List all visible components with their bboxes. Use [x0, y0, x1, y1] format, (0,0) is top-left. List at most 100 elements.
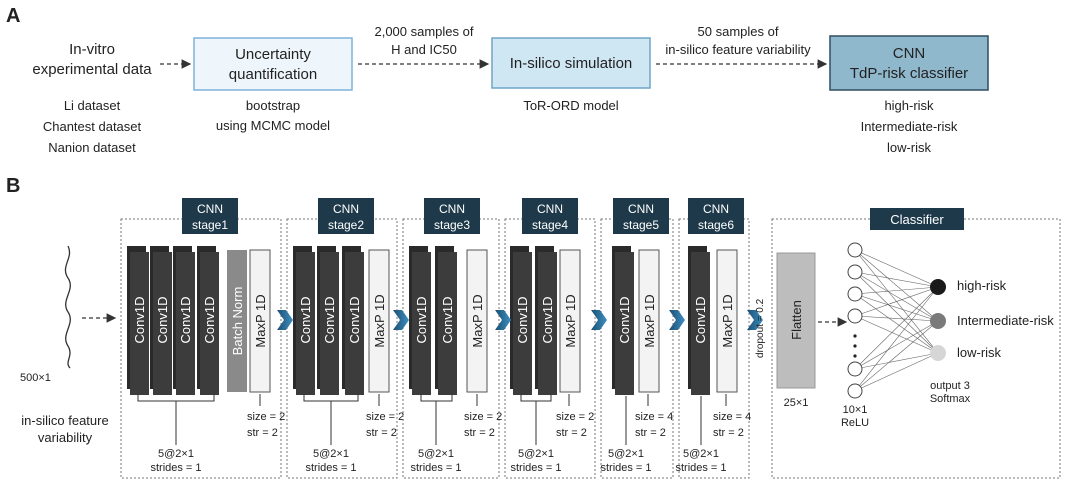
dense-neuron: [847, 383, 863, 399]
pool-stride-label: str = 2: [464, 427, 495, 439]
conv1d-layer: Conv1D: [688, 246, 710, 395]
conv1d-layer: Conv1D: [127, 246, 149, 395]
maxpool-label: MaxP 1D: [372, 294, 387, 347]
kernel-label: 5@2×1: [608, 448, 644, 460]
conv1d-layer: Conv1D: [535, 246, 557, 395]
pool-size-label: size = 2: [366, 411, 404, 423]
output-neuron: [930, 279, 946, 295]
maxpool-layer: MaxP 1D: [559, 249, 581, 393]
conv1d-layer: Conv1D: [317, 246, 339, 395]
dense-neuron: [847, 286, 863, 302]
conv1d-label: Conv1D: [322, 297, 337, 344]
stage-tag-word: CNN: [197, 202, 223, 216]
panel-b-label: B: [6, 175, 20, 197]
conv1d-label: Conv1D: [178, 297, 193, 344]
output-size: output 3: [930, 380, 970, 392]
maxpool-layer: MaxP 1D: [466, 249, 488, 393]
stage-tag-name: stage2: [328, 218, 364, 232]
stage-tag-name: stage1: [192, 218, 228, 232]
maxpool-layer: MaxP 1D: [638, 249, 660, 393]
ellipsis-dot: [853, 334, 857, 338]
dense-activation: ReLU: [841, 417, 869, 429]
output-neuron: [930, 345, 946, 361]
strides-label: strides = 1: [150, 462, 201, 474]
sim-box: [491, 37, 651, 89]
conv1d-label: Conv1D: [202, 297, 217, 344]
conv1d-layer: Conv1D: [342, 246, 364, 395]
flow-chevron-icon: [591, 310, 607, 330]
conv-bracket: [303, 394, 359, 402]
conv1d-label: Conv1D: [414, 297, 429, 344]
stage-frame: [678, 218, 750, 479]
kernel-label: 5@2×1: [518, 448, 554, 460]
stage-tag-word: CNN: [537, 202, 563, 216]
pool-stride-label: str = 2: [247, 427, 278, 439]
pool-stride-label: str = 2: [556, 427, 587, 439]
conv1d-layer: Conv1D: [409, 246, 431, 395]
uq-line2: quantification: [229, 66, 317, 83]
conv1d-label: Conv1D: [693, 297, 708, 344]
stage-tag-name: stage6: [698, 218, 734, 232]
cnn-line2: TdP-risk classifier: [850, 65, 968, 82]
flatten-label: Flatten: [789, 300, 804, 340]
stage-tag: [318, 198, 374, 234]
stage-tag-name: stage5: [623, 218, 659, 232]
strides-label: strides = 1: [410, 462, 461, 474]
flow-chevron-icon: [669, 310, 685, 330]
panel-a: A In-vitro experimental data Li dataset …: [6, 5, 989, 155]
input-label-line1: in-silico feature: [21, 413, 108, 428]
stage-tag-name: stage3: [434, 218, 470, 232]
batch-norm-layer: Batch Norm: [227, 250, 247, 392]
cnn-out3: low-risk: [887, 140, 932, 155]
cnn-line1: CNN: [893, 45, 926, 62]
strides-label: strides = 1: [600, 462, 651, 474]
output-high-risk: high-risk: [957, 278, 1007, 293]
arrow2-line1: 50 samples of: [698, 24, 779, 39]
flow-chevron-icon: [277, 310, 293, 330]
dataset-chantest: Chantest dataset: [43, 119, 142, 134]
pool-size-label: size = 2: [247, 411, 285, 423]
pool-size-label: size = 2: [464, 411, 502, 423]
conv-bracket: [520, 394, 552, 402]
ellipsis-dot: [853, 344, 857, 348]
flatten-size: 25×1: [784, 397, 809, 409]
pool-size-label: size = 4: [713, 411, 751, 423]
conv1d-layer: Conv1D: [435, 246, 457, 395]
stage-frame: [286, 218, 398, 479]
classifier-title: Classifier: [890, 212, 944, 227]
pool-size-label: size = 4: [635, 411, 673, 423]
input-size: 500×1: [20, 372, 51, 384]
strides-label: strides = 1: [510, 462, 561, 474]
pool-stride-label: str = 2: [635, 427, 666, 439]
conv1d-label: Conv1D: [155, 297, 170, 344]
dense-neuron: [847, 308, 863, 324]
stage-tag-name: stage4: [532, 218, 568, 232]
maxpool-layer: MaxP 1D: [249, 249, 271, 393]
flow-chevron-icon: [495, 310, 511, 330]
cnn-box: [829, 35, 989, 91]
conv1d-label: Conv1D: [347, 297, 362, 344]
panel-b: B 500×1 in-silico feature variability CN…: [6, 175, 1061, 479]
flow-chevron-icon: [747, 310, 763, 330]
uq-line1: Uncertainty: [235, 46, 311, 63]
conv1d-layer: Conv1D: [293, 246, 315, 395]
uq-sub1: bootstrap: [246, 98, 300, 113]
flatten-block: [776, 252, 816, 389]
dense-neuron: [847, 264, 863, 280]
output-intermediate-risk: Intermediate-risk: [957, 313, 1054, 328]
output-neuron: [930, 313, 946, 329]
conv1d-label: Conv1D: [617, 297, 632, 344]
input-waveform-icon: [64, 245, 71, 369]
cnn-out2: Intermediate-risk: [861, 119, 958, 134]
arrow1-line1: 2,000 samples of: [374, 24, 473, 39]
pool-size-label: size = 2: [556, 411, 594, 423]
stage-tag-word: CNN: [628, 202, 654, 216]
kernel-label: 5@2×1: [683, 448, 719, 460]
stage-tag-word: CNN: [439, 202, 465, 216]
dense-network: [847, 242, 946, 399]
maxpool-label: MaxP 1D: [470, 294, 485, 347]
